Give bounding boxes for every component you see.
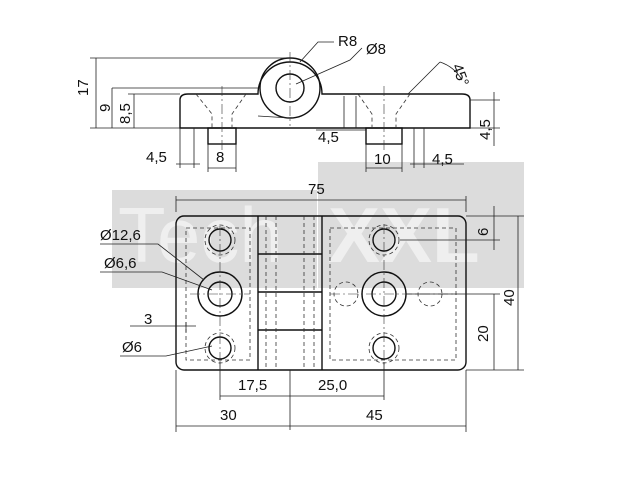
dim-edge-offset: 3 bbox=[144, 311, 152, 328]
knuckle-hidden-lines bbox=[265, 216, 315, 370]
dim-line-6 bbox=[400, 206, 500, 250]
dim-line-left-boss bbox=[207, 144, 237, 172]
left-countersink-hidden bbox=[195, 93, 247, 128]
leader-d6-6 bbox=[100, 271, 213, 291]
dim-height-plate: 8,5 bbox=[117, 103, 134, 124]
top-view-outline bbox=[179, 61, 471, 129]
dim-right-thickness: 4,5 bbox=[477, 119, 494, 140]
dim-hole-pitch-left: 17,5 bbox=[238, 377, 267, 394]
dim-small-hole-dia: Ø6 bbox=[122, 339, 142, 356]
dim-overall-width: 75 bbox=[308, 181, 325, 198]
dim-height-mid: 9 bbox=[97, 104, 114, 112]
left-upper-small-hole-hidden bbox=[204, 224, 236, 256]
dim-line-right-boss bbox=[365, 144, 403, 172]
dim-line-9 bbox=[111, 87, 260, 128]
right-countersink-hidden bbox=[357, 93, 411, 128]
dim-mid-offset: 4,5 bbox=[318, 129, 339, 146]
leader-r8 bbox=[299, 41, 334, 63]
dim-counterbore-dia: Ø12,6 bbox=[100, 227, 141, 244]
leaf-edge bbox=[257, 115, 291, 119]
leader-d8 bbox=[295, 47, 363, 85]
dim-line-left-offset bbox=[176, 128, 200, 168]
dim-right-boss-width: 10 bbox=[374, 151, 391, 168]
dim-radius: R8 bbox=[338, 33, 357, 50]
dim-left-boss-width: 8 bbox=[216, 149, 224, 166]
top-view: 17 9 8,5 R8 Ø8 45° 4,5 8 4,5 10 4,5 4,5 bbox=[75, 33, 500, 172]
dim-center-height: 20 bbox=[475, 325, 492, 342]
chamfer-angle-arc bbox=[407, 61, 463, 95]
dim-right-width: 45 bbox=[366, 407, 383, 424]
front-view: 75 Ø12,6 Ø6,6 3 Ø6 17,5 25,0 30 45 6 20 … bbox=[100, 181, 524, 432]
dim-top-offset: 6 bbox=[475, 228, 492, 236]
dim-line-30-45 bbox=[175, 370, 467, 432]
leader-d6 bbox=[120, 345, 213, 357]
dim-left-offset: 4,5 bbox=[146, 149, 167, 166]
dim-line-right-thickness bbox=[470, 92, 500, 146]
watermark-text-light: Tech bbox=[118, 191, 283, 279]
dim-line-3 bbox=[130, 322, 196, 332]
dim-hole-dia: Ø8 bbox=[366, 41, 386, 58]
front-view-centerlines bbox=[190, 224, 456, 366]
watermark-text-bold: XXL bbox=[328, 191, 480, 279]
dim-right-offset: 4,5 bbox=[432, 151, 453, 168]
top-view-centerlines bbox=[221, 52, 385, 150]
dim-line-40 bbox=[500, 215, 524, 371]
dim-line-17 bbox=[90, 57, 290, 129]
dim-line-pitch bbox=[219, 362, 385, 430]
dim-hole-pitch-right: 25,0 bbox=[318, 377, 347, 394]
front-plate-outline bbox=[175, 215, 467, 371]
knuckle-segments bbox=[257, 216, 323, 370]
right-leaf-hidden-outline bbox=[329, 227, 457, 361]
dim-through-hole-dia: Ø6,6 bbox=[104, 255, 137, 272]
watermark: Tech XXL bbox=[112, 162, 524, 288]
dim-height-total: 17 bbox=[75, 79, 92, 96]
dim-overall-height: 40 bbox=[501, 289, 518, 306]
dim-line-75 bbox=[175, 196, 467, 212]
dim-left-width: 30 bbox=[220, 407, 237, 424]
dim-line-mid-offset bbox=[316, 96, 366, 131]
dim-chamfer-angle: 45° bbox=[448, 62, 472, 89]
dim-line-20 bbox=[406, 293, 500, 371]
dim-line-right-offset bbox=[410, 128, 464, 168]
leader-d12-6 bbox=[100, 243, 205, 281]
dim-line-8-5 bbox=[128, 93, 180, 128]
